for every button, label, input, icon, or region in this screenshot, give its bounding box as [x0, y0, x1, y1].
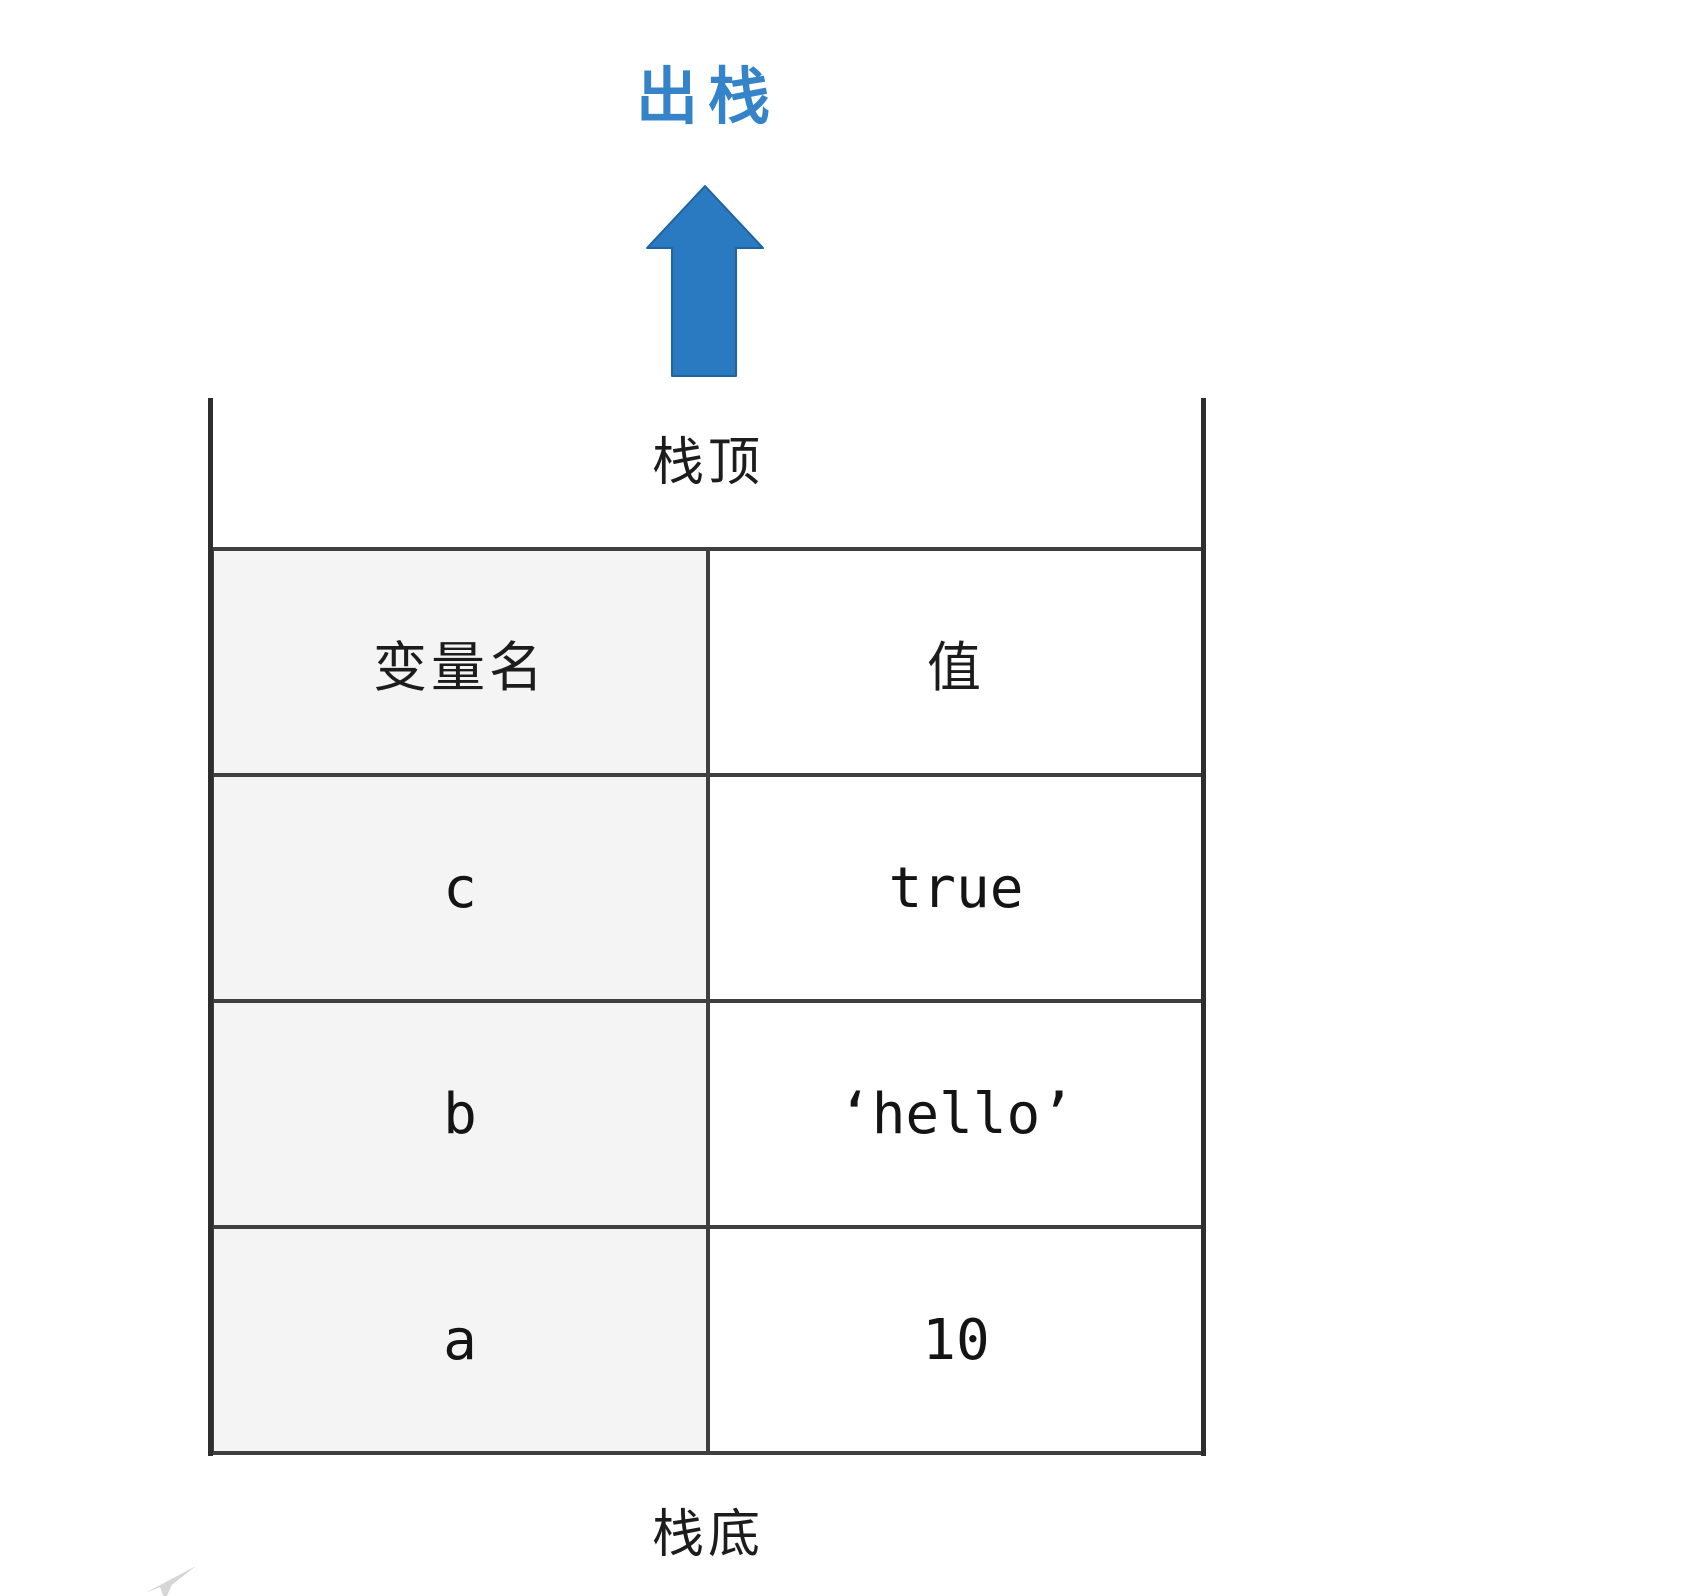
variable-name-cell: a [210, 1225, 710, 1455]
stack-top-label: 栈顶 [651, 433, 764, 493]
table-row: a 10 [210, 1225, 1206, 1455]
stack-wall-left [208, 398, 213, 1456]
table-row: b ‘hello’ [210, 999, 1206, 1229]
pop-label: 出栈 [635, 60, 780, 133]
variable-name-cell: c [210, 773, 710, 1003]
variable-value-cell: ‘hello’ [706, 999, 1206, 1229]
variable-value-cell: 10 [706, 1225, 1206, 1455]
up-arrow-icon [645, 184, 765, 378]
variable-value-cell: true [706, 773, 1206, 1003]
column-header-value: 值 [706, 547, 1206, 777]
stack-wall-right [1201, 398, 1206, 1456]
table-header-row: 变量名 值 [210, 547, 1206, 777]
stray-cursor-mark [146, 1566, 196, 1596]
column-header-variable-name: 变量名 [210, 547, 710, 777]
stack-bottom-label: 栈底 [651, 1505, 764, 1565]
stack-table: 变量名 值 c true b ‘hello’ a 10 [210, 547, 1206, 1455]
table-row: c true [210, 773, 1206, 1003]
variable-name-cell: b [210, 999, 710, 1229]
